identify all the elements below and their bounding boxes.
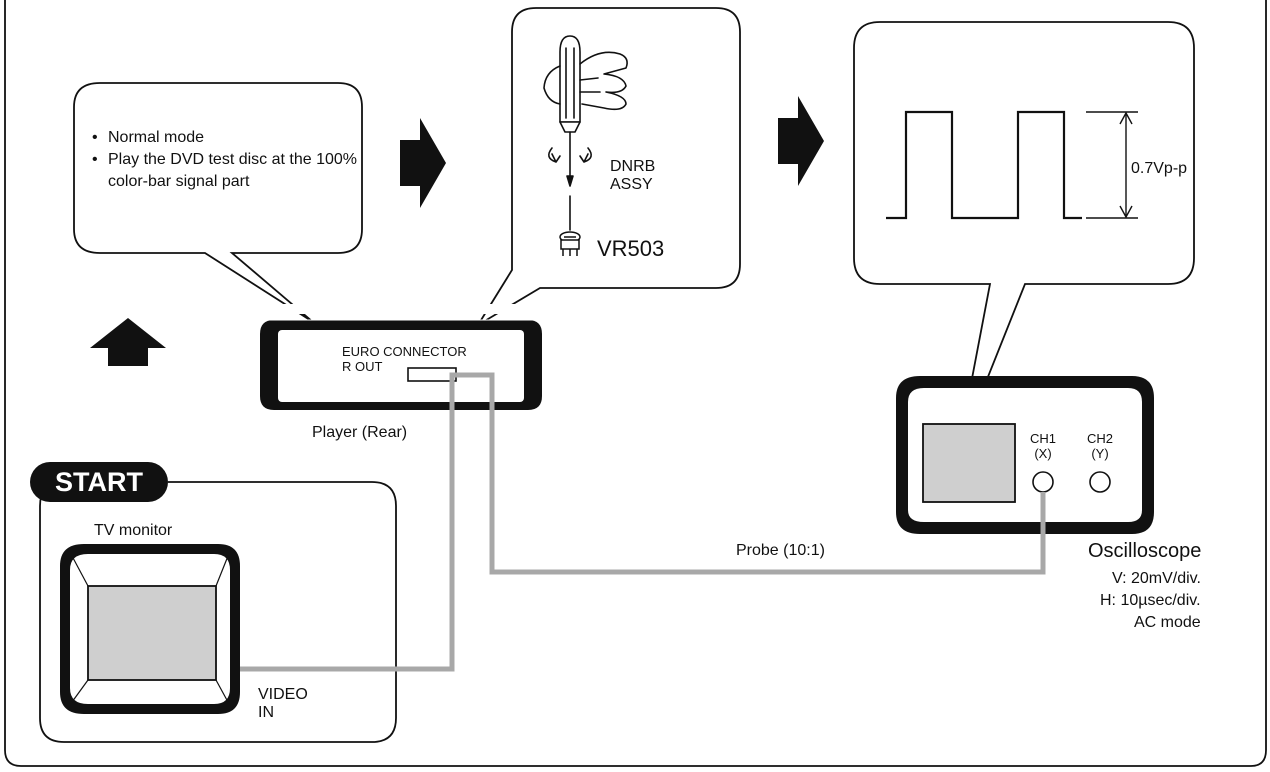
- callout-bubble-left: [73, 82, 363, 323]
- video-cable: [240, 372, 456, 672]
- ch1-label: CH1 (X): [1023, 431, 1063, 462]
- instruction-item: Play the DVD test disc at the 100% color…: [90, 149, 360, 193]
- amplitude-label: 0.7Vp-p: [1131, 160, 1188, 177]
- board-name-line: ASSY: [610, 176, 653, 194]
- tv-monitor: [60, 544, 240, 714]
- connector-label-line: R OUT: [342, 358, 383, 374]
- video-in-label: VIDEO IN: [258, 686, 308, 722]
- oscilloscope-body: [896, 376, 1154, 534]
- ch2-input-jack[interactable]: [1089, 471, 1111, 493]
- callout-bubble-adjust: [477, 7, 741, 326]
- setting-vertical: V: 20mV/div.: [1112, 570, 1201, 587]
- player-label: Player (Rear): [312, 424, 408, 441]
- amplitude-dimension: [1086, 111, 1138, 219]
- video-in-line: IN: [258, 704, 274, 721]
- connector-label: EURO CONNECTOR R OUT: [342, 344, 467, 375]
- trimmer-pot-icon: [559, 231, 581, 256]
- connector-label-line: EURO CONNECTOR: [342, 344, 467, 359]
- screwdriver-hand-icon: [543, 35, 628, 231]
- ch2-label: CH2 (Y): [1080, 431, 1120, 462]
- control-label: VR503: [597, 236, 665, 261]
- ch2-label-line: CH2: [1086, 431, 1113, 446]
- ch1-input-jack[interactable]: [1032, 471, 1054, 493]
- setting-horizontal: H: 10µsec/div.: [1100, 592, 1201, 609]
- tv-monitor-label: TV monitor: [94, 522, 173, 539]
- instruction-item: Normal mode: [90, 127, 360, 149]
- oscilloscope-title: Oscilloscope: [1088, 540, 1202, 562]
- ch1-label-line: (X): [1034, 445, 1052, 461]
- ch1-label-line: CH1: [1029, 431, 1056, 446]
- probe-label: Probe (10:1): [736, 542, 825, 559]
- ch2-label-line: (Y): [1091, 445, 1109, 461]
- setting-mode: AC mode: [1134, 614, 1201, 631]
- flow-arrow-right-1: [400, 118, 446, 208]
- callout-bubble-waveform: [853, 21, 1195, 453]
- probe-cable: [456, 372, 1046, 575]
- square-wave-trace: [886, 110, 1082, 220]
- board-name-line: DNRB: [610, 158, 656, 175]
- video-in-line: VIDEO: [258, 686, 308, 703]
- outer-frame: [4, 0, 1267, 767]
- flow-arrow-up: [90, 318, 166, 366]
- player-box: [260, 304, 542, 410]
- board-name-label: DNRB ASSY: [610, 158, 655, 195]
- start-badge: START: [30, 462, 168, 502]
- flow-arrow-right-2: [778, 96, 824, 186]
- mode-instructions: Normal mode Play the DVD test disc at th…: [90, 127, 360, 193]
